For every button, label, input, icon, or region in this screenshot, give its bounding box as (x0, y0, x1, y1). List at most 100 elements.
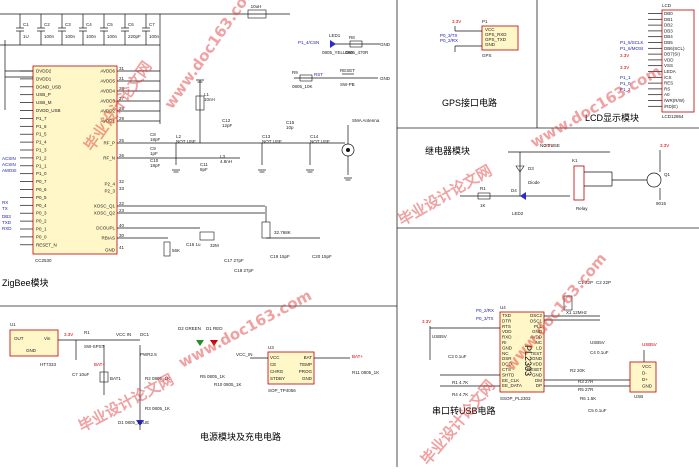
gps-vcc: 3.3V (452, 19, 461, 24)
zigbee-block: 10uH C11UC2100nC3100nC4100nC5100nC6220pF… (0, 4, 380, 288)
rf-part-ref: C12 (222, 118, 231, 123)
net-label: TX (2, 206, 8, 211)
led1-res-val: 0805_470R (345, 50, 369, 55)
pin-label: DCOUPL (96, 226, 115, 231)
pin-label: P1_6 (36, 124, 47, 129)
pl2303-pin-right: DM (535, 378, 542, 383)
pl2303-pin-left: DSR (502, 356, 512, 361)
power-bat2: BAT1 (110, 376, 121, 381)
reset-btn-type: SW-PB (340, 82, 355, 87)
lcd-pin-label: RS (664, 86, 670, 91)
rf-part-value: 18pF (150, 137, 161, 142)
pl2303-pin-right: GND (532, 356, 543, 361)
crystal-32m-label: 32M (210, 243, 219, 248)
pl2303-pin-left: SHTD (502, 372, 515, 377)
pl2303-pin-right: OSC2 (530, 313, 543, 318)
pin-number: 32 (119, 179, 125, 184)
pl2303-pin-left: EE_DATA (502, 383, 522, 388)
lcd-ref: LCD (662, 3, 672, 8)
pin-label: P2_3 (104, 189, 115, 194)
xtal-cap-label: C16 1u (186, 242, 201, 247)
cc2530-name: CC2530 (35, 258, 52, 263)
lcd-pin-label: VDD (664, 57, 674, 62)
pl2303-pin-left: EE_CLK (502, 378, 519, 383)
cc2530-left-pins: DVDD2DVDD1DGND_USBUSB_PUSB_MDVDD_USBP1_7… (20, 69, 61, 247)
gps-pin-label: GPS_TXD (485, 37, 507, 42)
pl2303-pin-right: TEST (530, 351, 542, 356)
charger-pin-left: CE (270, 362, 276, 367)
lcd-pin-label: DB5 (664, 40, 673, 45)
charger-pin-left: VCC (270, 355, 280, 360)
pl2303-pin-left: RTS (502, 324, 511, 329)
usb-xtal: X1 12MHz (566, 310, 588, 315)
charger-bat: BAT+ (352, 354, 363, 359)
led-green-icon (196, 340, 204, 346)
diode-d3-icon (515, 165, 525, 173)
gps-conn-ref: P1 (482, 19, 488, 24)
usb-pin-label: VCC (642, 364, 652, 369)
usb-res-6: R6 1.5K (580, 396, 596, 401)
net-label: RX (2, 200, 8, 205)
lcd-pin-label: LEDA (664, 69, 676, 74)
power-res-d: R10 0805_1K (214, 382, 242, 387)
pin-label: P0_7 (36, 179, 47, 184)
pin-label: P0_2 (36, 219, 47, 224)
pin-number: 24 (119, 86, 125, 91)
pin-label: USB_P (36, 92, 51, 97)
lcd-pin-label: /RD(E) (664, 104, 678, 109)
gps-section-title: GPS接口电路 (442, 97, 497, 108)
pin-number: 23 (119, 208, 125, 213)
power-led-red: D1 RED (206, 326, 223, 331)
pin-label: AVDD3 (100, 99, 115, 104)
reset-net: RST (314, 72, 323, 77)
gps-connector (481, 25, 519, 51)
usb-conn-name: USB (634, 394, 643, 399)
rf-part-ref: C10 (150, 158, 159, 163)
rf-part-value: NOT USE (310, 139, 330, 144)
antenna-label: SMA Antenna (352, 118, 380, 123)
net-label: AMOSI (2, 168, 17, 173)
usb-serial-block: U4 TXDDTRRTSVDDRXDRIGNDNCDSRDCDCTSSHTDEE… (422, 280, 657, 416)
power-bat: BAT+ (94, 362, 105, 367)
relay-k1 (573, 165, 585, 201)
pin-label: P1_7 (36, 116, 47, 121)
led1-gnd: GND (380, 42, 391, 47)
charger-pin-left: STDBY (270, 376, 285, 381)
pl2303-pin-right: LD (536, 345, 543, 350)
xtal-cap-label: C17 27pF (224, 258, 244, 263)
pin-label: GND (105, 248, 116, 253)
charger-u3 (267, 351, 315, 385)
rf-part-ref: C11 (200, 162, 208, 167)
pin-number: 26 (119, 153, 125, 158)
reset-res-val: 0805_10K (292, 84, 313, 89)
pl2303-pin-right: PLL (534, 324, 543, 329)
usb-res-2: R2 20K (570, 368, 585, 373)
cc2530-chip (32, 65, 118, 255)
cap-ref: C3 (65, 22, 71, 27)
cap-ref: C6 (128, 22, 134, 27)
lcd-connector (661, 9, 695, 113)
resistor-rbias (163, 241, 171, 257)
power-led-green: D2 GREEN (178, 326, 201, 331)
lcd-net-label: 3.3V (620, 53, 629, 58)
usb-cap-4: C4 0.1uF (590, 350, 609, 355)
cap-ref: C5 (107, 22, 113, 27)
watermark-url-1: www.doc163.com (161, 0, 261, 112)
pl2303-pin-left: DCD (502, 362, 512, 367)
relay-cap: NOT USE (540, 143, 560, 148)
cap-value: 100n (44, 34, 55, 39)
pin-label: P0_0 (36, 234, 47, 239)
usb-res-4: R4 4.7K (452, 392, 468, 397)
rbias-label: 56K (172, 248, 180, 253)
led-reset-block: P1_4/CSN LED1 R8 0805_470R 0805_YELLOW G… (292, 33, 391, 89)
rf-grounds (172, 79, 352, 181)
pl2303-pin-left: RI (502, 340, 507, 345)
relay-res-val: 1K (480, 203, 486, 208)
pin-label: RF_P (103, 141, 115, 146)
rf-part-value: NOT USE (262, 139, 282, 144)
